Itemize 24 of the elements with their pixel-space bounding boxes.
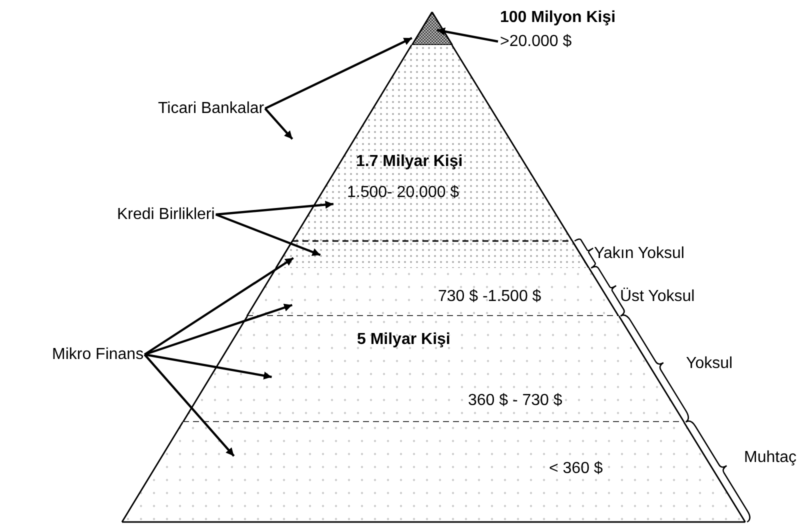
callout-label: Kredi Birlikleri <box>117 205 215 224</box>
leader-line <box>144 353 272 380</box>
leader-line <box>264 37 412 110</box>
leader-line <box>215 213 321 256</box>
leader-line <box>264 108 294 140</box>
leader-line <box>216 200 334 216</box>
brace-label: Yoksul <box>686 354 733 373</box>
brace-label: Muhtaç <box>744 448 796 467</box>
band-text: 360 $ - 730 $ <box>468 391 562 410</box>
callout-label: Mikro Finans <box>52 345 144 364</box>
annotation-text: 100 Milyon Kişi <box>500 8 616 27</box>
brace-label: Yakın Yoksul <box>594 244 684 263</box>
callout-label: Ticari Bankalar <box>158 99 264 118</box>
band-text: 1.7 Milyar Kişi <box>356 152 463 171</box>
leader-line <box>144 354 235 457</box>
band-text: 5 Milyar Kişi <box>356 330 450 349</box>
band-text: 730 $ -1.500 $ <box>438 287 542 306</box>
leader-line <box>144 257 294 356</box>
band-text: < 360 $ <box>548 459 603 478</box>
leader-line <box>144 304 292 356</box>
brace-label: Üst Yoksul <box>620 287 695 306</box>
annotation-text: >20.000 $ <box>500 32 573 51</box>
band-text: 1.500- 20.000 $ <box>346 183 460 202</box>
leader-line <box>436 28 498 43</box>
